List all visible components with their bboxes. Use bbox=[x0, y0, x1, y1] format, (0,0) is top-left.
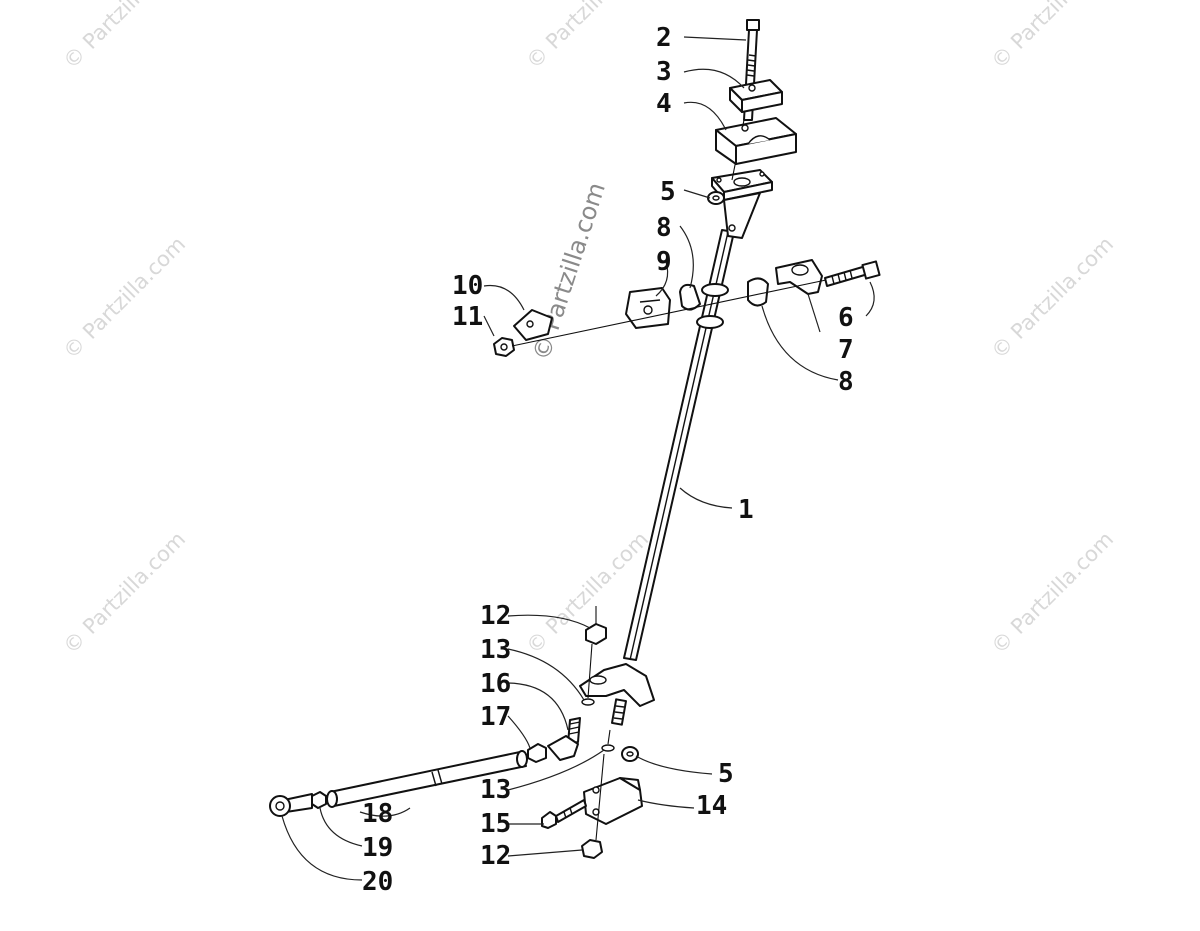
callout-5: 5 bbox=[660, 177, 676, 207]
lock-nut-top bbox=[585, 606, 607, 645]
callout-14: 14 bbox=[696, 791, 727, 821]
watermark: © Partzilla.com bbox=[59, 527, 191, 659]
handlebar-cap-small bbox=[729, 79, 783, 113]
callout-13: 13 bbox=[480, 775, 511, 805]
callout-6: 6 bbox=[838, 303, 854, 333]
callout-17: 17 bbox=[480, 702, 511, 732]
watermark: © Partzilla.com bbox=[987, 527, 1119, 659]
upper-support-bracket bbox=[711, 169, 773, 239]
bushing-halves bbox=[679, 277, 769, 311]
callout-12: 12 bbox=[480, 841, 511, 871]
handlebar-cap-lower bbox=[715, 117, 797, 165]
washer-upper bbox=[707, 191, 725, 205]
rod-end bbox=[269, 793, 313, 817]
tie-rod-stud bbox=[567, 717, 581, 745]
callout-13: 13 bbox=[480, 635, 511, 665]
bearing-cap-right bbox=[775, 259, 823, 295]
callout-5: 5 bbox=[718, 759, 734, 789]
watermark: © Partzilla.com bbox=[522, 0, 654, 74]
callout-3: 3 bbox=[656, 57, 672, 87]
callout-8: 8 bbox=[656, 213, 672, 243]
callout-16: 16 bbox=[480, 669, 511, 699]
callout-2: 2 bbox=[656, 23, 672, 53]
tie-rod bbox=[326, 750, 528, 808]
watermark: © Partzilla.com bbox=[59, 0, 191, 74]
bearing-cap-left bbox=[625, 287, 671, 329]
watermark: © Partzilla.com bbox=[987, 232, 1119, 364]
callout-10: 10 bbox=[452, 271, 483, 301]
ball-joint-end bbox=[527, 735, 579, 763]
washer-13-lower bbox=[601, 729, 615, 752]
washer-lower bbox=[621, 746, 639, 762]
callout-12: 12 bbox=[480, 601, 511, 631]
jam-nut bbox=[311, 791, 327, 809]
callout-1: 1 bbox=[738, 495, 754, 525]
bearing-bolt-right bbox=[824, 260, 881, 287]
steering-post-tube bbox=[623, 229, 735, 661]
callout-labels: 2 3 4 5 8 9 10 11 6 7 8 1 12 13 16 17 13… bbox=[362, 23, 854, 897]
watermark-layer: © Partzilla.com © Partzilla.com © Partzi… bbox=[59, 0, 1119, 659]
lock-nut-left bbox=[493, 337, 515, 357]
lower-steering-arm bbox=[579, 663, 655, 726]
callout-9: 9 bbox=[656, 247, 672, 277]
watermark: © Partzilla.com bbox=[59, 232, 191, 364]
callout-4: 4 bbox=[656, 89, 672, 119]
callout-19: 19 bbox=[362, 833, 393, 863]
callout-20: 20 bbox=[362, 867, 393, 897]
watermark: © Partzilla.com bbox=[987, 0, 1119, 74]
leader-lines bbox=[281, 36, 875, 881]
callout-18: 18 bbox=[362, 799, 393, 829]
lock-nut-bottom bbox=[581, 839, 603, 859]
bracket-bolt bbox=[541, 799, 587, 829]
washer-13-top bbox=[581, 643, 595, 706]
lower-bearing-bracket bbox=[583, 753, 643, 841]
mounting-bracket bbox=[513, 309, 553, 341]
callout-8: 8 bbox=[838, 367, 854, 397]
callout-11: 11 bbox=[452, 302, 483, 332]
bearing-axis bbox=[511, 279, 827, 347]
callout-15: 15 bbox=[480, 809, 511, 839]
callout-7: 7 bbox=[838, 335, 854, 365]
